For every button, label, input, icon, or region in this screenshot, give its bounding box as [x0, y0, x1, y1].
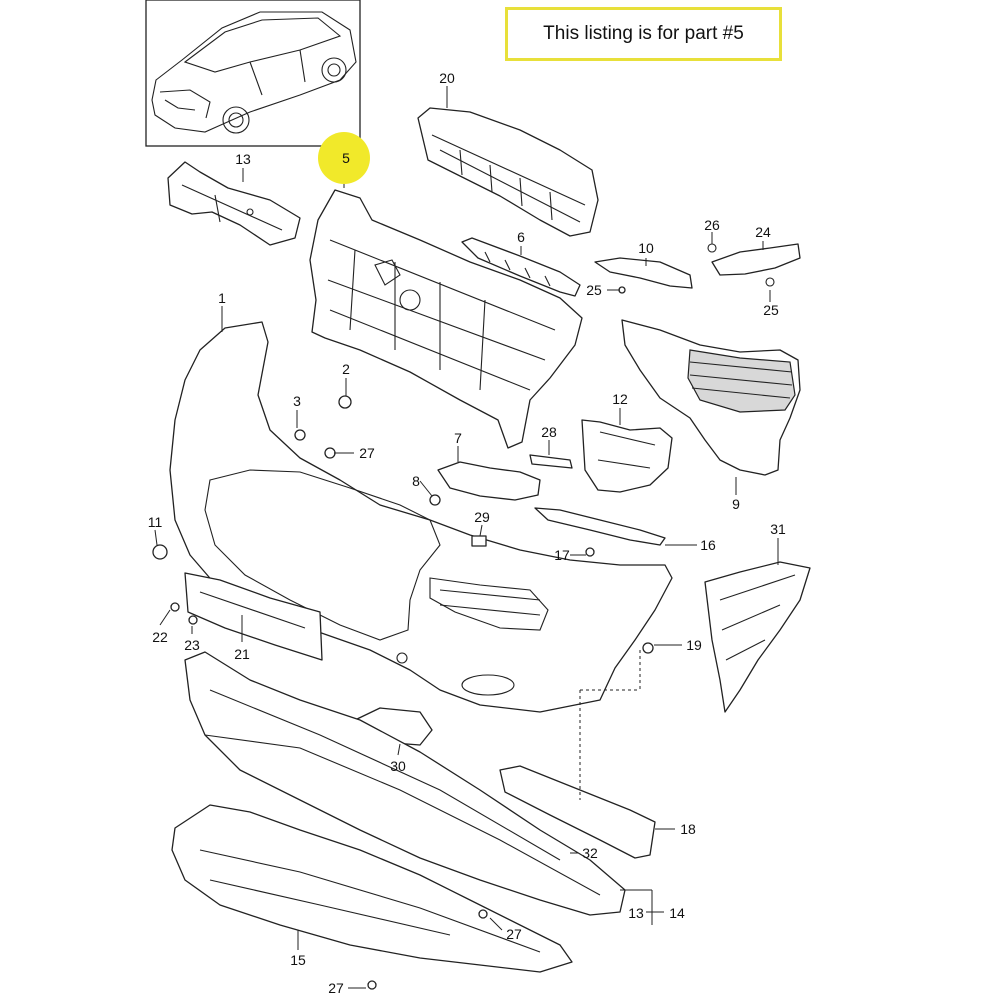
label-part-5: 5: [342, 150, 350, 166]
part-12: [581, 419, 673, 493]
label-part-9: 9: [732, 496, 740, 512]
label-part-27-mid: 27: [506, 926, 522, 942]
label-part-25-right: 25: [763, 302, 779, 318]
label-part-31: 31: [770, 521, 786, 537]
part-28: [529, 454, 573, 469]
label-part-25-left: 25: [586, 282, 602, 298]
part-10: [594, 257, 693, 289]
label-part-17: 17: [554, 547, 570, 563]
label-part-27-top: 27: [359, 445, 375, 461]
label-part-23: 23: [184, 637, 200, 653]
label-part-26: 26: [704, 217, 720, 233]
part-24: [707, 243, 801, 287]
label-part-14: 14: [669, 905, 685, 921]
label-part-13-lower: 13: [628, 905, 644, 921]
label-part-21: 21: [234, 646, 250, 662]
label-part-8: 8: [412, 473, 420, 489]
label-part-22: 22: [152, 629, 168, 645]
listing-callout: This listing is for part #5: [505, 7, 782, 61]
part-21: [184, 572, 323, 661]
part-15-panel: [171, 804, 573, 973]
label-part-32: 32: [582, 845, 598, 861]
label-part-28: 28: [541, 424, 557, 440]
part-labels: 5 20 13 6 10 26 24 25 25 1 2 3 27 12 7 2…: [148, 70, 786, 996]
label-part-11: 11: [148, 514, 163, 530]
label-part-18: 18: [680, 821, 696, 837]
label-part-27-bottom: 27: [328, 980, 344, 996]
part-13-14-spoiler: [184, 651, 626, 916]
part-5-highlight-circle: [318, 132, 370, 184]
label-part-29: 29: [474, 509, 490, 525]
label-part-16: 16: [700, 537, 716, 553]
car-inset: [145, 0, 361, 147]
label-part-10: 10: [638, 240, 654, 256]
part-16: [534, 507, 666, 546]
callout-text: This listing is for part #5: [543, 23, 744, 44]
label-part-30: 30: [390, 758, 406, 774]
label-part-6: 6: [517, 229, 525, 245]
label-part-1: 1: [218, 290, 226, 306]
fasteners: [152, 286, 654, 990]
part-5-carrier: [309, 189, 583, 449]
part-20: [417, 107, 599, 237]
label-part-13: 13: [235, 151, 251, 167]
label-part-24: 24: [755, 224, 771, 240]
label-part-12: 12: [612, 391, 628, 407]
part-7: [437, 461, 541, 501]
part-9-grille: [621, 319, 801, 476]
part-13-bracket: [167, 161, 301, 246]
part-31: [704, 561, 811, 713]
label-part-7: 7: [454, 430, 462, 446]
label-part-2: 2: [342, 361, 350, 377]
label-part-20: 20: [439, 70, 455, 86]
label-part-19: 19: [686, 637, 702, 653]
label-part-15: 15: [290, 952, 306, 968]
label-part-3: 3: [293, 393, 301, 409]
part-6: [461, 237, 581, 297]
part-18: [499, 765, 656, 859]
